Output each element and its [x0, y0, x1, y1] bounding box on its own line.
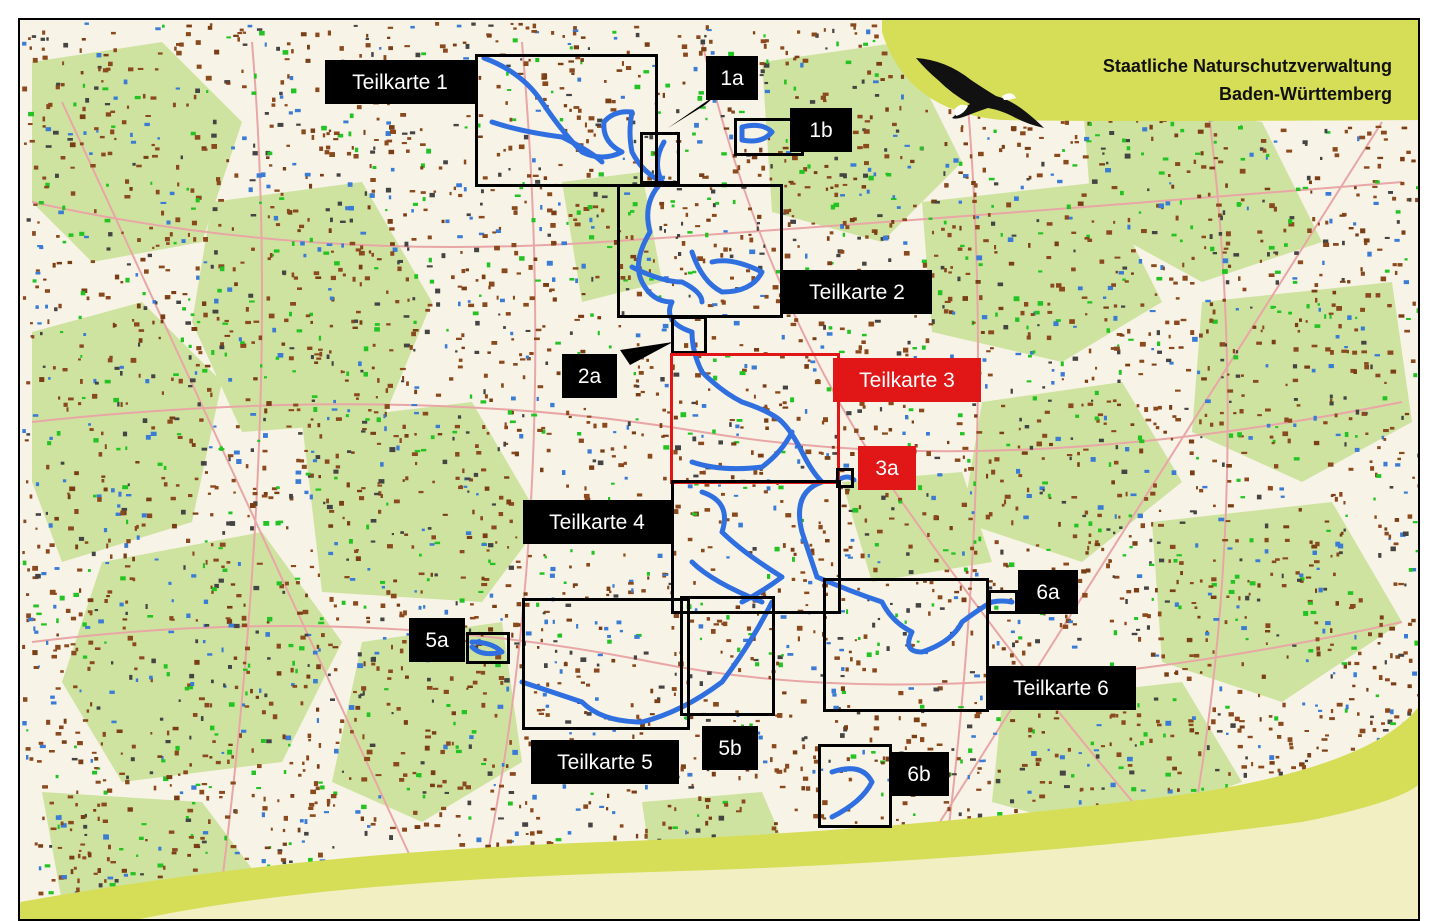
frame-inset-1a[interactable]	[640, 132, 680, 184]
label-inset-6b[interactable]: 6b	[889, 752, 949, 796]
frame-teilkarte-5[interactable]	[522, 598, 690, 730]
frame-teilkarte-4[interactable]	[671, 480, 841, 614]
label-inset-6a[interactable]: 6a	[1018, 570, 1078, 614]
frame-teilkarte-1[interactable]	[475, 54, 658, 187]
label-teilkarte-1[interactable]: Teilkarte 1	[325, 60, 475, 104]
label-teilkarte-6[interactable]: Teilkarte 6	[986, 666, 1136, 710]
label-inset-5a[interactable]: 5a	[409, 618, 465, 662]
bottom-wave-light	[140, 785, 1418, 919]
label-teilkarte-2[interactable]: Teilkarte 2	[782, 270, 932, 314]
label-inset-5b[interactable]: 5b	[702, 726, 758, 770]
forest-areas	[32, 42, 1412, 902]
brand-line-2: Baden-Württemberg	[1218, 84, 1392, 104]
label-inset-1b[interactable]: 1b	[790, 108, 852, 152]
brand-panel	[882, 20, 1418, 121]
label-inset-2a[interactable]: 2a	[562, 354, 617, 398]
frame-inset-3a[interactable]	[836, 468, 854, 488]
map-frame: Teilkarte 1 1a 1b Teilkarte 2 2a Teilkar…	[18, 18, 1420, 921]
label-teilkarte-3[interactable]: Teilkarte 3	[833, 358, 981, 402]
frame-teilkarte-6[interactable]	[823, 578, 989, 712]
frame-inset-5a[interactable]	[466, 632, 510, 664]
frame-inset-5b[interactable]	[680, 596, 775, 716]
brand-line-1: Staatliche Naturschutzverwaltung	[1102, 56, 1392, 76]
map-canvas	[20, 20, 1418, 919]
leader-lines	[620, 92, 720, 365]
label-teilkarte-5[interactable]: Teilkarte 5	[531, 740, 679, 784]
brand-text: Staatliche Naturschutzverwaltung Baden-W…	[1022, 52, 1392, 108]
eagle-icon	[916, 58, 1044, 128]
frame-inset-6a[interactable]	[988, 590, 1018, 614]
label-inset-3a[interactable]: 3a	[858, 446, 916, 490]
label-inset-1a[interactable]: 1a	[706, 56, 758, 100]
label-teilkarte-4[interactable]: Teilkarte 4	[523, 500, 671, 544]
frame-inset-2a[interactable]	[671, 316, 707, 354]
